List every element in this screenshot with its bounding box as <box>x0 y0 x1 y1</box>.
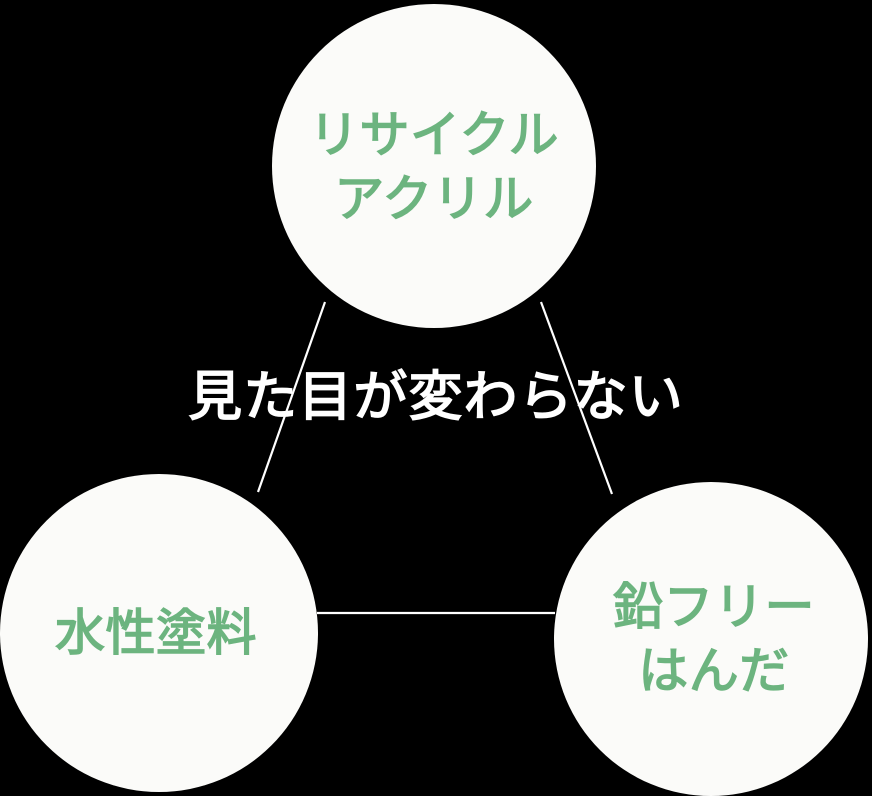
node-recycled-acrylic-label: リサイクル アクリル <box>309 107 559 227</box>
center-headline: 見た目が変わらない <box>188 367 684 427</box>
connector-top-to-right <box>539 301 614 495</box>
node-recycled-acrylic[interactable]: リサイクル アクリル <box>272 4 596 328</box>
node-waterborne-paint[interactable]: 水性塗料 <box>0 474 318 792</box>
node-waterborne-paint-label: 水性塗料 <box>55 605 257 661</box>
node-lead-free-solder[interactable]: 鉛フリー はんだ <box>554 482 868 796</box>
connector-top-to-left <box>256 301 327 493</box>
node-lead-free-solder-label: 鉛フリー はんだ <box>613 579 815 699</box>
